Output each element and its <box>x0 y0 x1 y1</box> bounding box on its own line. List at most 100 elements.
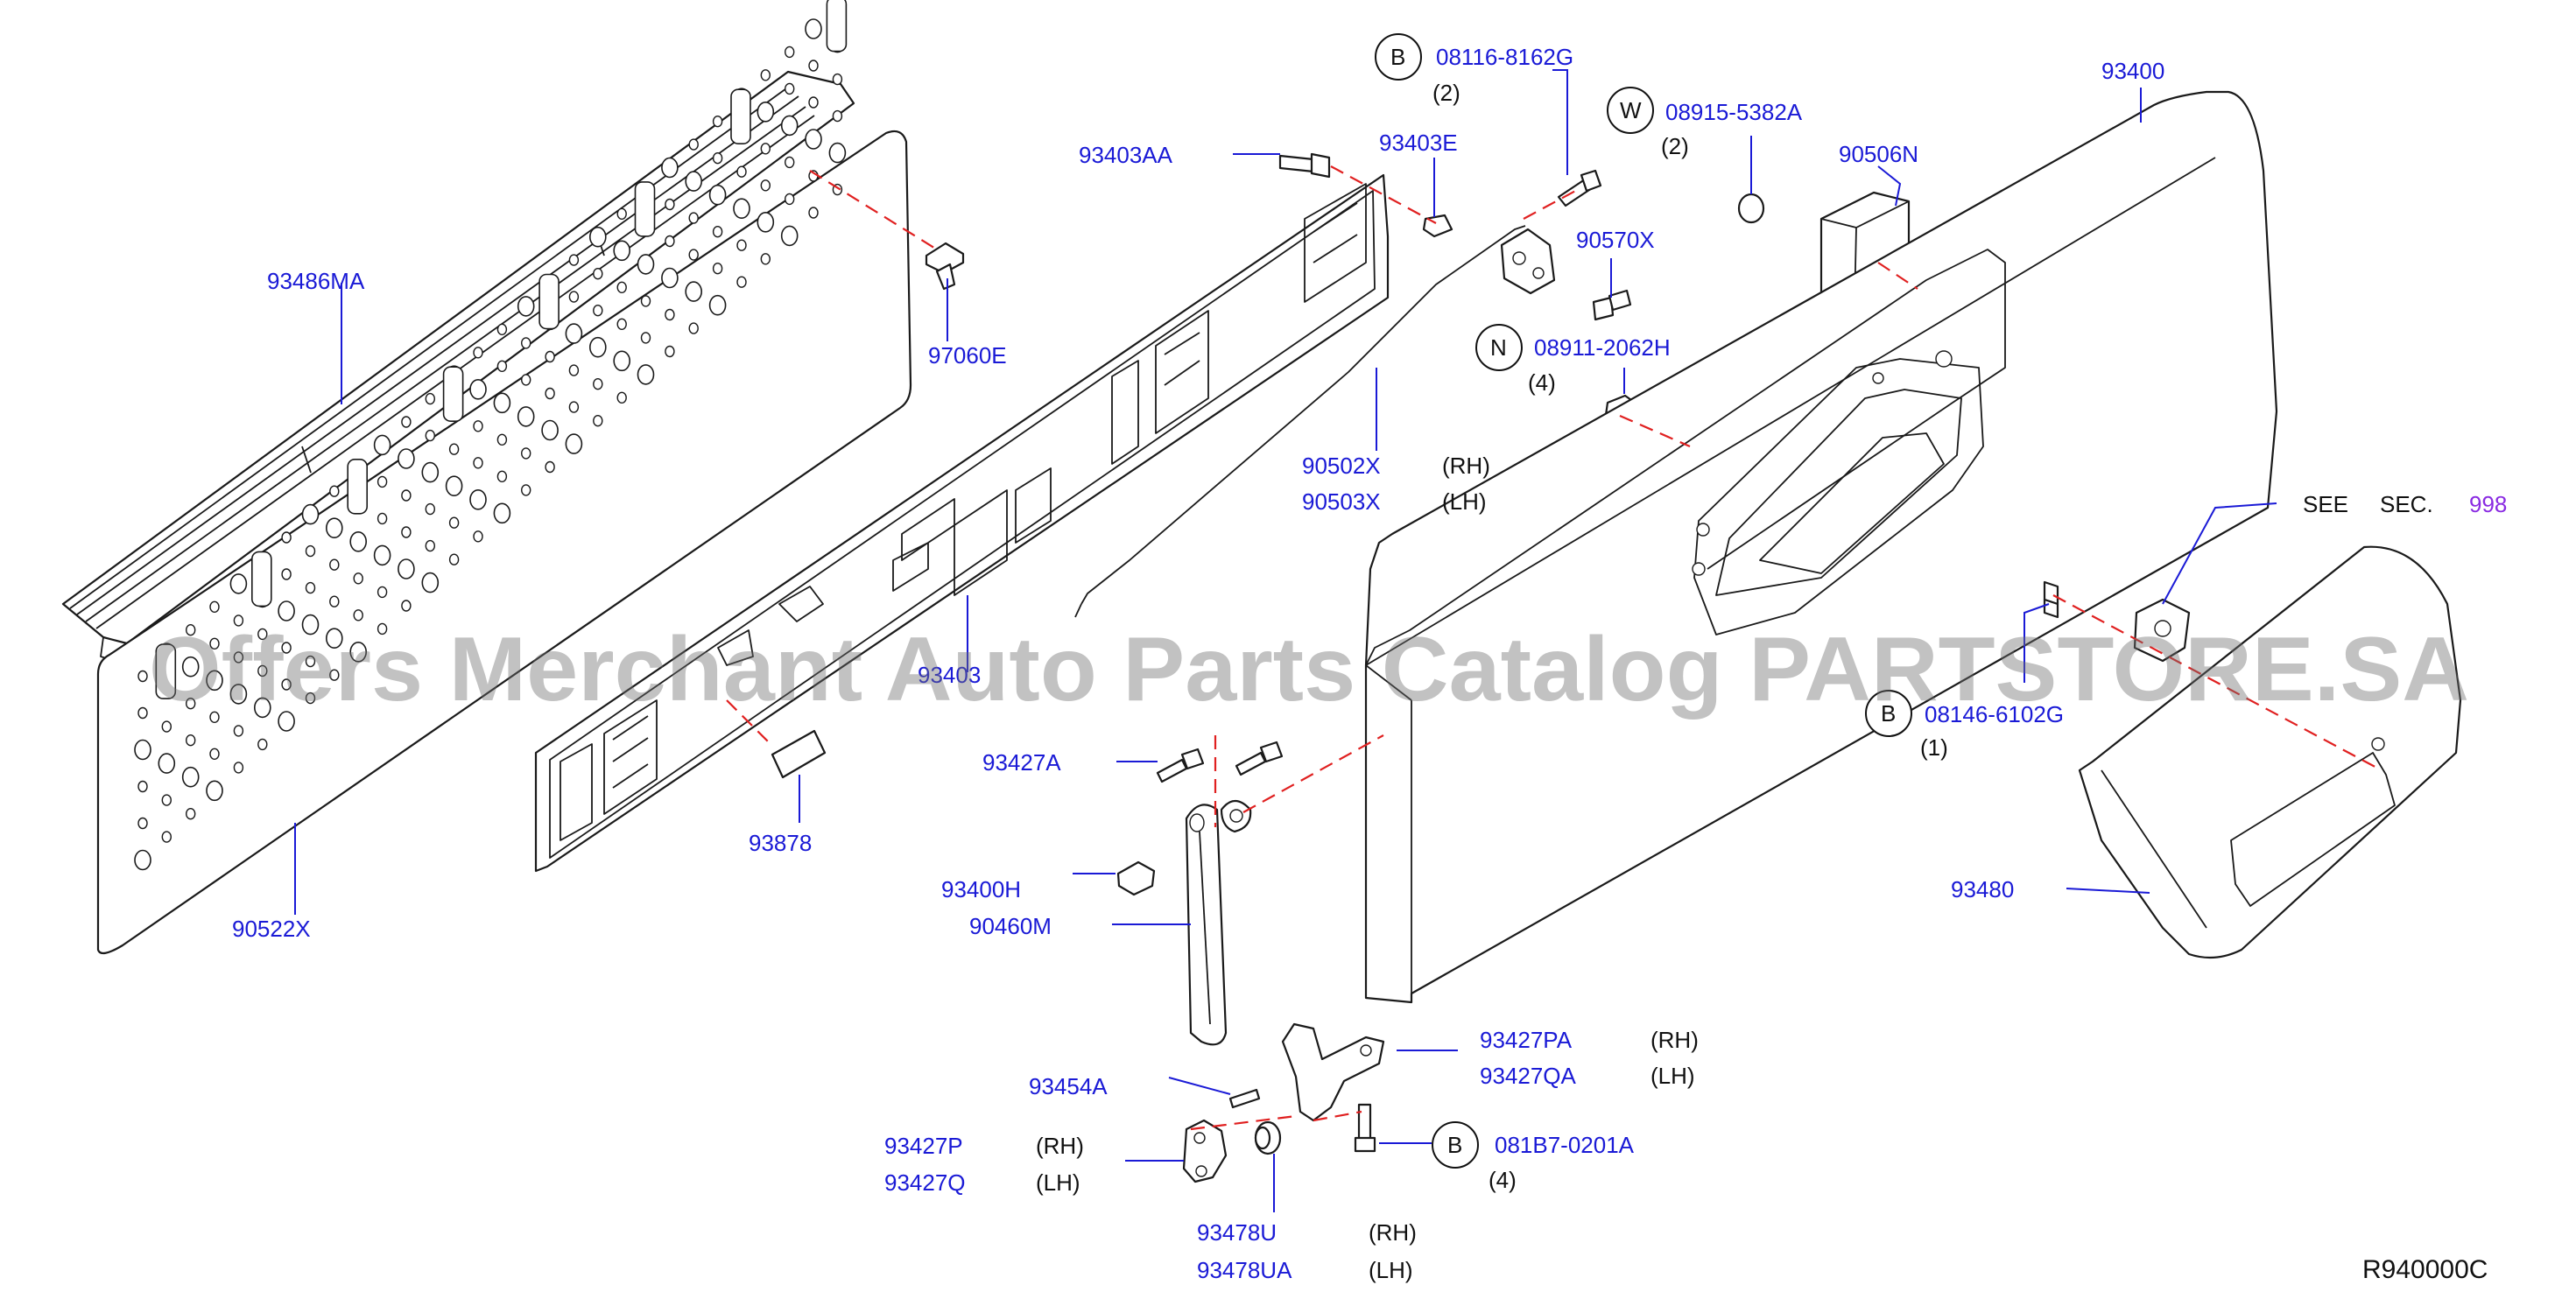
panel-hole <box>377 622 388 635</box>
label-08911-2062H[interactable]: 08911-2062H <box>1534 334 1671 361</box>
label-93403[interactable]: 93403 <box>918 662 981 688</box>
label-08116-8162G[interactable]: 08116-8162G <box>1436 44 1573 70</box>
panel-hole <box>137 670 148 683</box>
panel-hole <box>161 794 172 806</box>
label-90570X[interactable]: 90570X <box>1576 227 1655 253</box>
panel-hole <box>593 415 603 427</box>
label-93427Q[interactable]: 93427Q <box>884 1169 966 1196</box>
panel-hole <box>473 347 483 359</box>
label-93878[interactable]: 93878 <box>749 830 812 856</box>
panel-hole <box>185 734 196 747</box>
label-93427A[interactable]: 93427A <box>982 749 1061 776</box>
washer-08915 <box>1737 193 1765 224</box>
label-90460M[interactable]: 90460M <box>969 913 1052 939</box>
panel-hole <box>545 460 555 474</box>
panel-hole <box>496 470 508 482</box>
panel-hole <box>496 360 508 372</box>
label-93454A[interactable]: 93454A <box>1029 1073 1108 1099</box>
diagram-code: R940000C <box>2362 1255 2488 1284</box>
panel-hole <box>137 706 148 720</box>
panel-hole <box>496 433 508 446</box>
svg-text:N: N <box>1490 334 1507 361</box>
panel-hole <box>568 254 580 266</box>
panel-hole <box>760 179 771 192</box>
label-93427P[interactable]: 93427P <box>884 1133 963 1159</box>
label-93480[interactable]: 93480 <box>1951 876 2014 902</box>
panel-hole <box>568 401 580 413</box>
panel-hole <box>736 165 747 178</box>
panel-hole <box>137 780 148 793</box>
panel-hole <box>712 151 723 165</box>
latch-part <box>1500 228 1556 295</box>
panel-hole <box>278 711 295 732</box>
panel-hole <box>161 720 172 733</box>
label-08915-5382A[interactable]: 08915-5382A <box>1665 99 1803 125</box>
section-ref-998[interactable]: 998 <box>2469 491 2507 517</box>
panel-hole <box>398 558 415 579</box>
panel-hole <box>329 558 340 571</box>
panel-hole <box>398 448 415 469</box>
panel-hole <box>616 391 627 404</box>
panel-hole <box>780 115 799 137</box>
label-93400[interactable]: 93400 <box>2101 58 2164 84</box>
panel-hole <box>712 115 723 128</box>
bushing-93478U <box>1254 1120 1282 1155</box>
label-93478U[interactable]: 93478U <box>1197 1219 1277 1246</box>
panel-slot <box>442 366 464 423</box>
lock-rod-part <box>1080 225 1526 605</box>
panel-hole <box>665 345 675 358</box>
panel-hole <box>473 420 483 432</box>
label-93427QA[interactable]: 93427QA <box>1480 1063 1577 1089</box>
label-93478UA[interactable]: 93478UA <box>1197 1257 1292 1283</box>
label-90502X-side: (RH) <box>1442 453 1490 479</box>
label-90503X[interactable]: 90503X <box>1302 488 1381 515</box>
clip-97060E <box>925 242 965 291</box>
symbol-W: W <box>1607 87 1654 134</box>
handle-bezel-part <box>2078 545 2462 959</box>
label-93427PA[interactable]: 93427PA <box>1480 1027 1573 1053</box>
panel-hole <box>545 350 555 363</box>
label-90502X[interactable]: 90502X <box>1302 453 1381 479</box>
label-081B7-0201A[interactable]: 081B7-0201A <box>1495 1132 1635 1158</box>
label-90506N[interactable]: 90506N <box>1839 141 1918 167</box>
panel-hole <box>588 226 607 248</box>
qty-08146: (1) <box>1920 734 1948 761</box>
panel-hole <box>373 544 391 566</box>
panel-hole <box>736 239 747 251</box>
panel-hole <box>593 268 603 280</box>
panel-hole <box>257 738 268 751</box>
panel-hole <box>281 642 292 654</box>
panel-hole <box>785 156 795 169</box>
panel-hole <box>401 526 412 538</box>
panel-hole <box>780 225 799 247</box>
panel-hole <box>521 337 531 349</box>
label-93403AA[interactable]: 93403AA <box>1079 142 1173 168</box>
panel-hole <box>469 378 487 400</box>
panel-hole <box>565 433 583 454</box>
label-97060E[interactable]: 97060E <box>928 342 1007 369</box>
panel-hole <box>278 600 295 621</box>
panel-hole <box>281 678 292 691</box>
symbol-B-1: B <box>1375 33 1422 81</box>
pin-93454A <box>1228 1088 1261 1109</box>
label-93400H[interactable]: 93400H <box>941 876 1021 902</box>
panel-hole <box>568 291 580 303</box>
panel-slot <box>347 458 369 515</box>
bolt-93403AA <box>1278 152 1331 179</box>
pad-part <box>771 729 827 779</box>
panel-hole <box>233 651 244 664</box>
panel-hole <box>401 600 412 612</box>
label-90522X[interactable]: 90522X <box>232 916 311 942</box>
panel-hole <box>329 595 340 607</box>
label-93486MA[interactable]: 93486MA <box>267 268 365 294</box>
panel-hole <box>421 461 440 483</box>
panel-hole <box>185 808 196 820</box>
panel-hole <box>708 294 727 316</box>
watermark-text: Offers Merchant Auto Parts Catalog PARTS… <box>149 619 2469 720</box>
label-93403E[interactable]: 93403E <box>1379 130 1458 156</box>
label-08146-6102G[interactable]: 08146-6102G <box>1925 701 2064 727</box>
tailgate-shell-part <box>1364 90 2278 1004</box>
panel-hole <box>637 254 655 275</box>
panel-hole <box>448 443 460 455</box>
panel-hole <box>253 697 271 719</box>
